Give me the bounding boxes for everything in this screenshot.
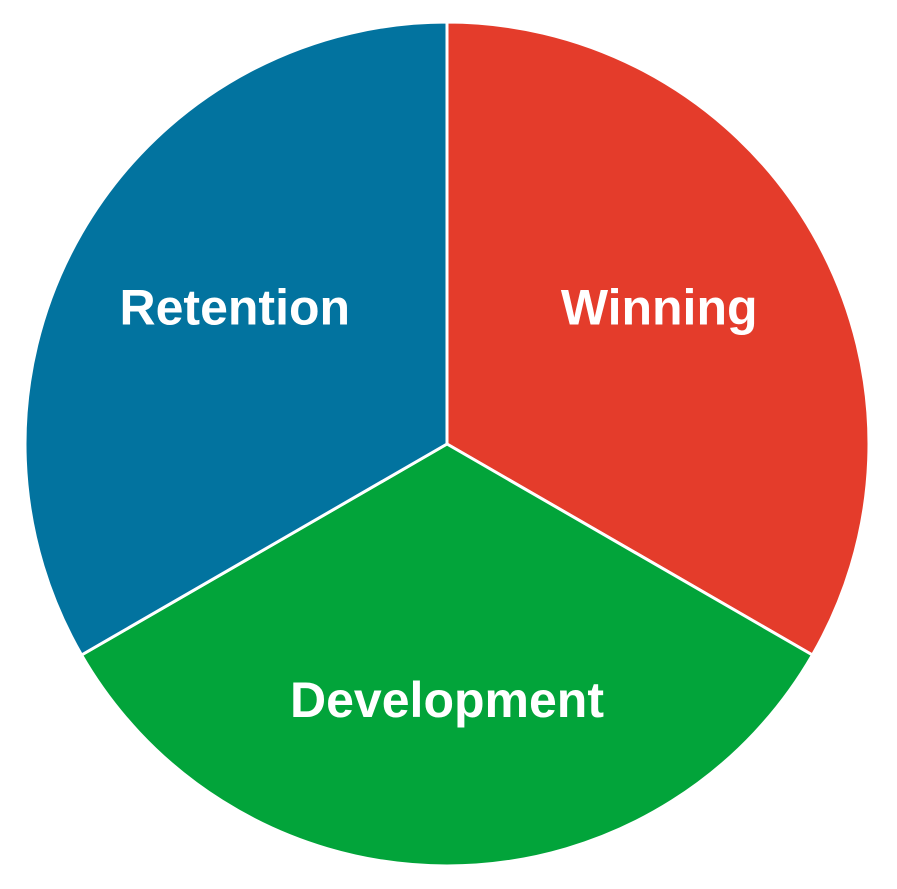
pie-slice-winning — [445, 20, 871, 658]
pie-slice-retention — [23, 20, 449, 658]
pie-label-retention: Retention — [120, 280, 351, 336]
pie-label-winning: Winning — [561, 280, 758, 336]
pie-label-development: Development — [290, 672, 604, 728]
